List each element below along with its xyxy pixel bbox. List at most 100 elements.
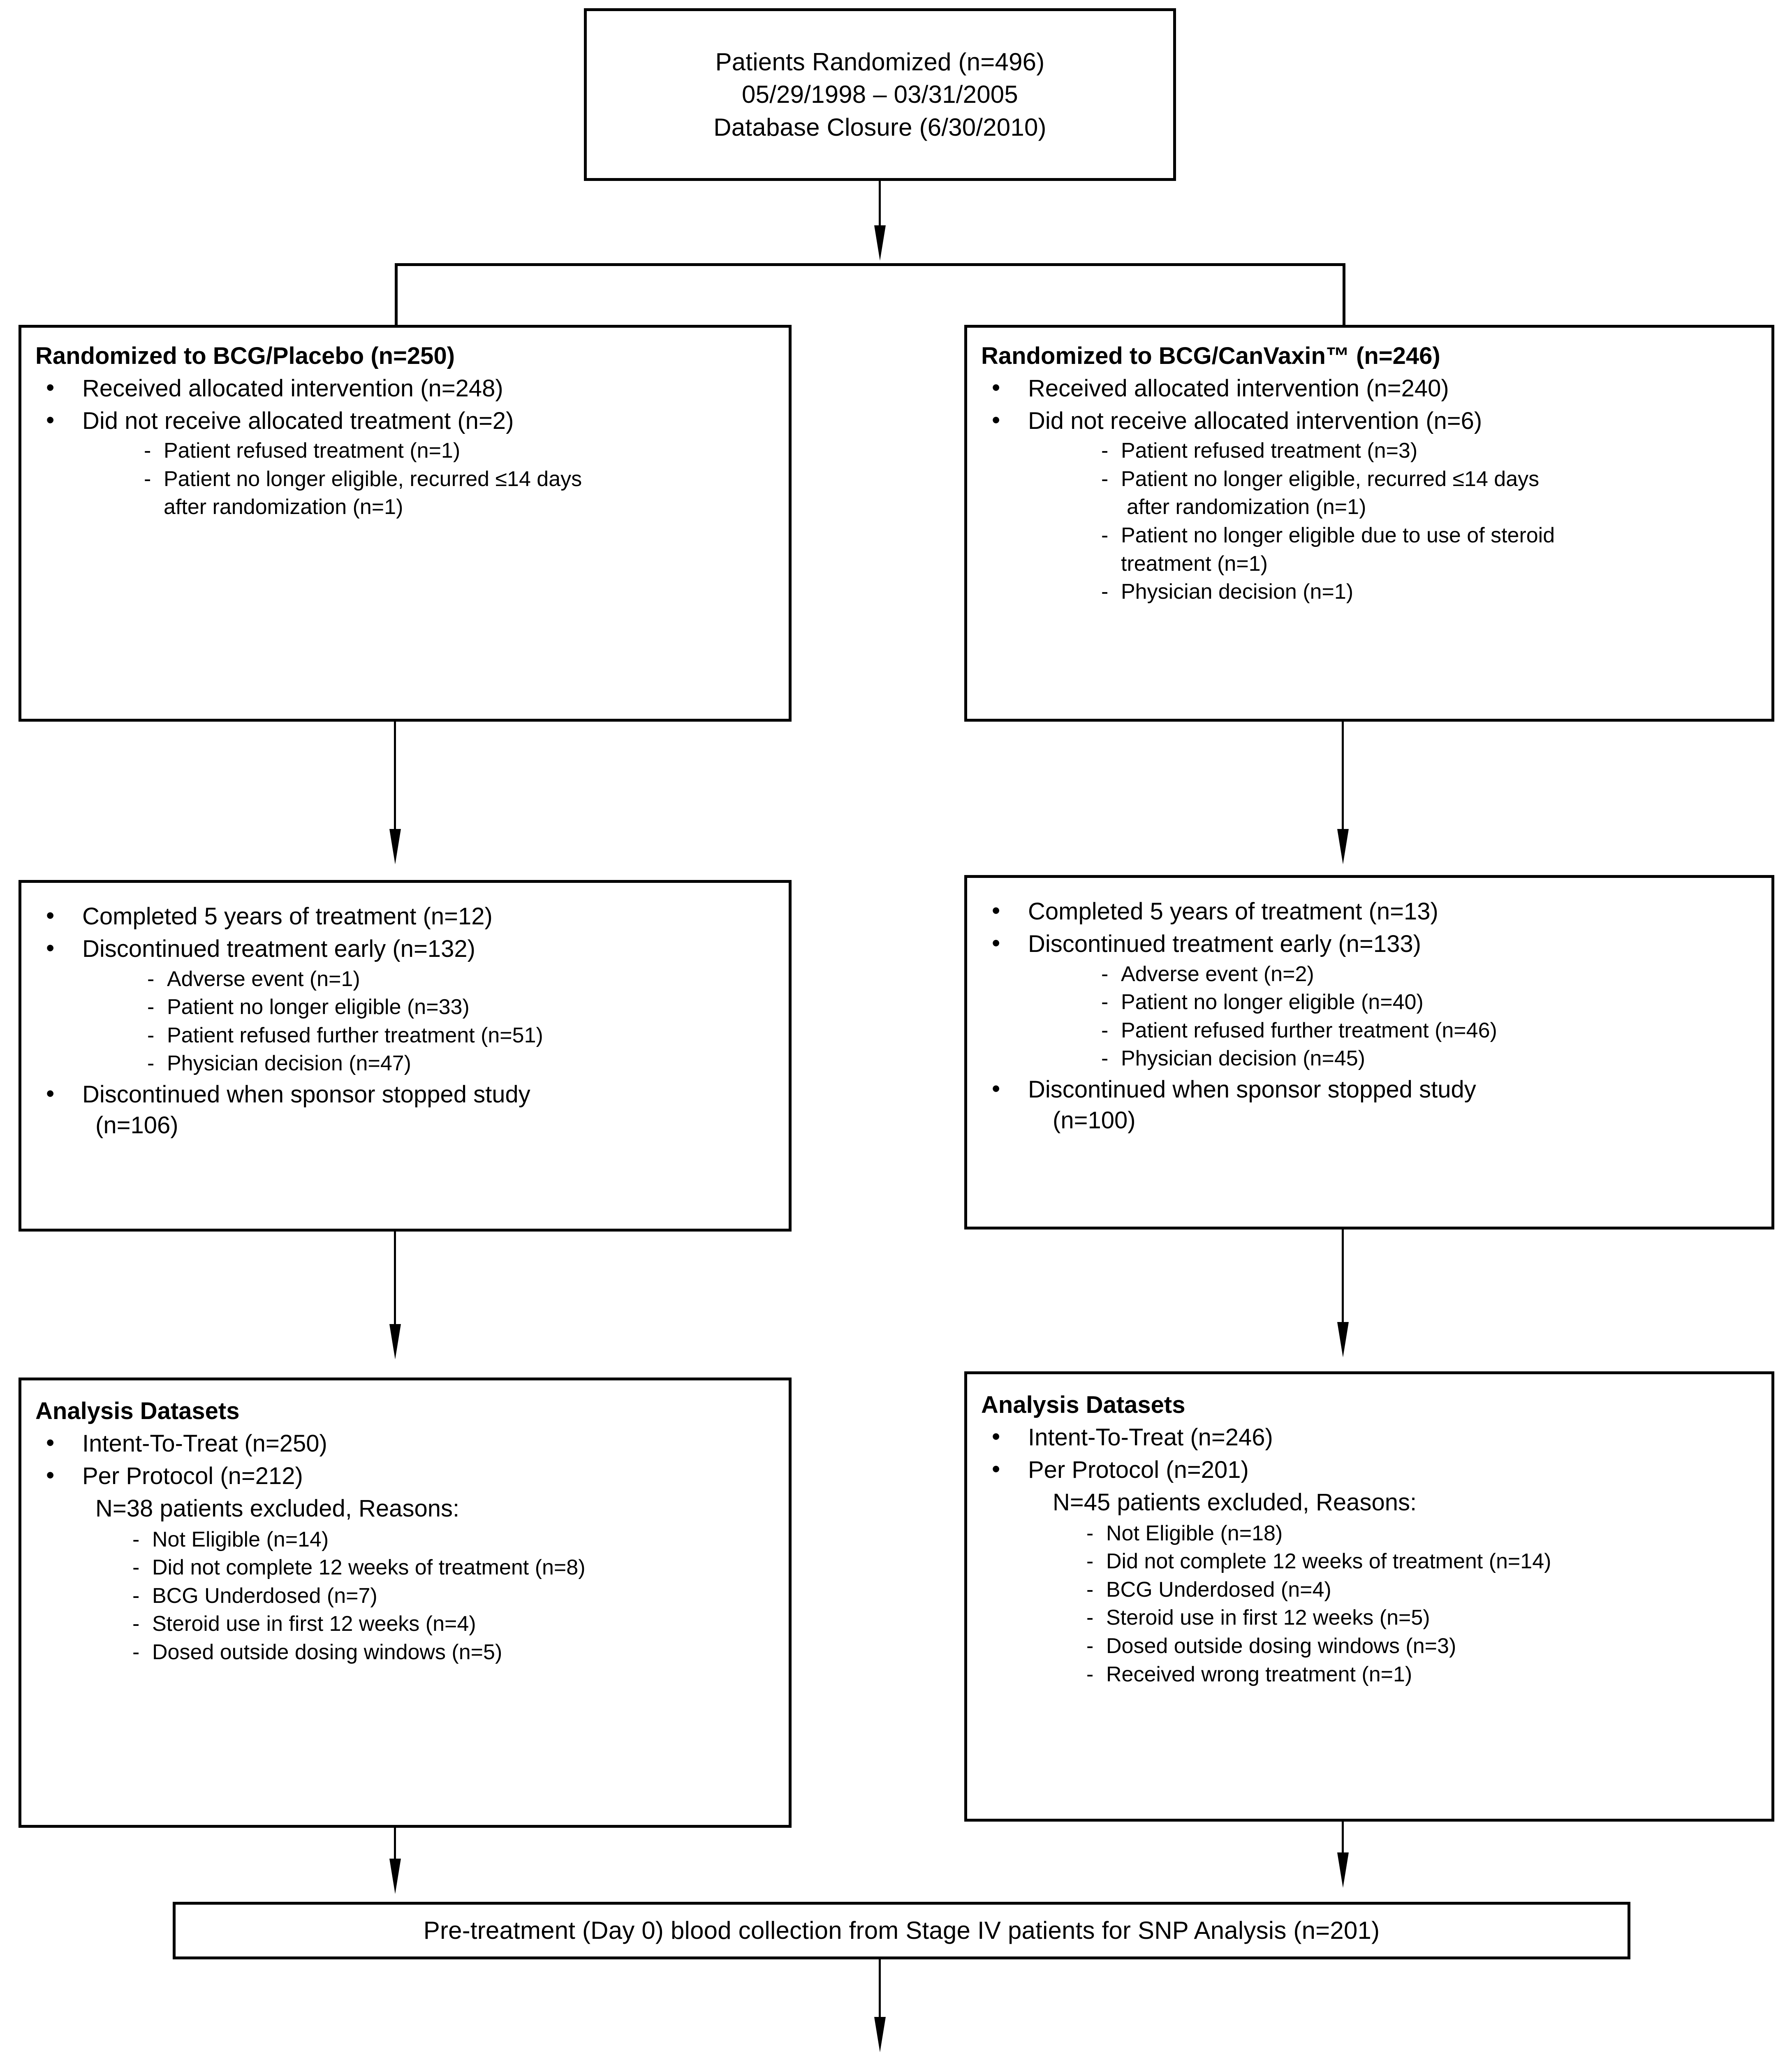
list-item: • Per Protocol (n=201) [979, 1454, 1759, 1485]
sub-list-item-label: Patient no longer eligible, recurred ≤14… [1121, 467, 1540, 491]
sub-list-item: - Patient no longer eligible (n=40) [1089, 989, 1759, 1016]
dash-glyph: - [1086, 1634, 1094, 1658]
list-item: • Intent-To-Treat (n=246) [979, 1422, 1759, 1453]
list-item: • Discontinued treatment early (n=133) -… [979, 928, 1759, 1072]
sub-list-item-label: Patient no longer eligible due to use of… [1121, 523, 1555, 548]
sub-list-item-label: Patient no longer eligible, recurred ≤14… [164, 467, 582, 491]
list-item: • Did not receive allocated treatment (n… [34, 405, 776, 521]
bullet-glyph: • [992, 1423, 1000, 1450]
sub-list-item: - Not Eligible (n=14) [120, 1526, 776, 1554]
arrowhead-left-1 [389, 829, 401, 864]
arrowhead-final [874, 2017, 886, 2052]
list-item-continuation: (n=106) [95, 1112, 178, 1139]
sub-list-item: - Did not complete 12 weeks of treatment… [120, 1554, 776, 1581]
sub-list-item-label: Received wrong treatment (n=1) [1106, 1662, 1412, 1686]
connector-left-3-stem [394, 1828, 396, 1880]
sub-list-item: - Not Eligible (n=18) [1074, 1520, 1759, 1547]
sub-list-item: - Patient no longer eligible, recurred ≤… [1089, 465, 1759, 521]
sub-list-item: - Physician decision (n=45) [1089, 1045, 1759, 1072]
allocation-right-header: Randomized to BCG/CanVaxin™ (n=246) [981, 343, 1440, 369]
sub-list-item: - Physician decision (n=1) [1089, 578, 1759, 606]
dash-glyph: - [1101, 962, 1109, 986]
sub-list-item: - Patient refused further treatment (n=5… [135, 1022, 776, 1049]
bullet-glyph: • [46, 406, 55, 433]
sub-list-item-label: Patient no longer eligible (n=40) [1121, 990, 1424, 1014]
dash-glyph: - [132, 1640, 140, 1664]
bullet-glyph: • [992, 897, 1000, 924]
sub-list-item-label: Steroid use in first 12 weeks (n=4) [152, 1612, 476, 1636]
dash-glyph: - [144, 467, 151, 491]
followup-box-left: • Completed 5 years of treatment (n=12) … [19, 880, 792, 1232]
randomized-line-2: 05/29/1998 – 03/31/2005 [742, 81, 1018, 109]
dash-glyph: - [132, 1527, 140, 1551]
connector-final-stem [879, 1959, 881, 2033]
list-item-label: Intent-To-Treat (n=250) [82, 1430, 327, 1457]
bullet-glyph: • [992, 1075, 1000, 1102]
list-item-label: Received allocated intervention (n=240) [1028, 375, 1449, 402]
dash-glyph: - [1086, 1549, 1094, 1574]
list-item-label: Received allocated intervention (n=248) [82, 375, 503, 402]
sub-list-item: - Steroid use in first 12 weeks (n=4) [120, 1610, 776, 1638]
analysis-right-reasons-header: N=45 patients excluded, Reasons: [1053, 1489, 1417, 1516]
sub-list-item-label: Physician decision (n=1) [1121, 580, 1354, 604]
list-item-label: Discontinued when sponsor stopped study [82, 1081, 530, 1108]
arrowhead-top [874, 225, 886, 261]
sub-list-item-label: Patient refused treatment (n=3) [1121, 439, 1418, 463]
sub-list-item-continuation: treatment (n=1) [1121, 551, 1268, 576]
randomized-box: Patients Randomized (n=496) 05/29/1998 –… [584, 8, 1176, 181]
connector-branch-bar [395, 263, 1345, 266]
sub-list-item-label: Not Eligible (n=18) [1106, 1521, 1283, 1545]
sub-list-item-label: Adverse event (n=2) [1121, 962, 1314, 986]
sub-list-item-label: Patient refused further treatment (n=51) [167, 1023, 543, 1047]
arrowhead-left-2 [389, 1324, 401, 1359]
list-item-label: Completed 5 years of treatment (n=12) [82, 903, 493, 930]
followup-box-right: • Completed 5 years of treatment (n=13) … [964, 875, 1774, 1229]
sub-list-item-label: Patient refused further treatment (n=46) [1121, 1018, 1497, 1042]
bullet-glyph: • [992, 930, 1000, 957]
connector-right-3-stem [1342, 1822, 1344, 1874]
dash-glyph: - [1086, 1662, 1094, 1686]
list-item-label: Did not receive allocated treatment (n=2… [82, 407, 514, 434]
dash-glyph: - [132, 1556, 140, 1580]
sub-list-item-label: Physician decision (n=45) [1121, 1047, 1365, 1071]
dash-glyph: - [1101, 990, 1109, 1014]
list-item: • Discontinued when sponsor stopped stud… [979, 1074, 1759, 1136]
list-item: • Did not receive allocated intervention… [979, 405, 1759, 606]
dash-glyph: - [1101, 467, 1109, 491]
sub-list-item-label: Patient no longer eligible (n=33) [167, 995, 470, 1019]
list-item: • Received allocated intervention (n=248… [34, 373, 776, 404]
bullet-glyph: • [46, 374, 55, 401]
sub-list-item: - Adverse event (n=1) [135, 965, 776, 993]
list-item-label: Intent-To-Treat (n=246) [1028, 1424, 1273, 1451]
sub-list-item-label: Did not complete 12 weeks of treatment (… [152, 1556, 586, 1580]
dash-glyph: - [147, 1023, 155, 1047]
list-item-label: Discontinued treatment early (n=133) [1028, 931, 1421, 958]
randomized-line-1: Patients Randomized (n=496) [715, 48, 1045, 76]
dash-glyph: - [1101, 523, 1109, 548]
dash-glyph: - [144, 439, 151, 463]
bullet-glyph: • [992, 1455, 1000, 1482]
list-item: • Completed 5 years of treatment (n=13) [979, 896, 1759, 927]
connector-branch-right [1343, 263, 1345, 326]
bullet-glyph: • [46, 1429, 55, 1456]
connector-left-2-stem [394, 1232, 396, 1327]
sub-list-item: - Patient no longer eligible, recurred ≤… [132, 465, 776, 521]
dash-glyph: - [1086, 1577, 1094, 1602]
sub-list-item-continuation: after randomization (n=1) [164, 495, 403, 519]
dash-glyph: - [132, 1584, 140, 1608]
sub-list-item: - BCG Underdosed (n=7) [120, 1582, 776, 1610]
dash-glyph: - [1101, 439, 1109, 463]
dash-glyph: - [1086, 1606, 1094, 1630]
dash-glyph: - [147, 1051, 155, 1076]
bullet-glyph: • [992, 374, 1000, 401]
dash-glyph: - [1101, 1018, 1109, 1042]
bullet-glyph: • [46, 1080, 55, 1107]
sub-list-item: - Patient refused further treatment (n=4… [1089, 1017, 1759, 1044]
list-item-label: Discontinued treatment early (n=132) [82, 935, 475, 963]
list-item-label: Per Protocol (n=212) [82, 1462, 303, 1489]
analysis-box-left: Analysis Datasets • Intent-To-Treat (n=2… [19, 1378, 792, 1828]
sub-list-item: - Patient refused treatment (n=1) [132, 437, 776, 465]
sub-list-item: - Dosed outside dosing windows (n=3) [1074, 1632, 1759, 1660]
sub-list-item-label: BCG Underdosed (n=7) [152, 1584, 377, 1608]
